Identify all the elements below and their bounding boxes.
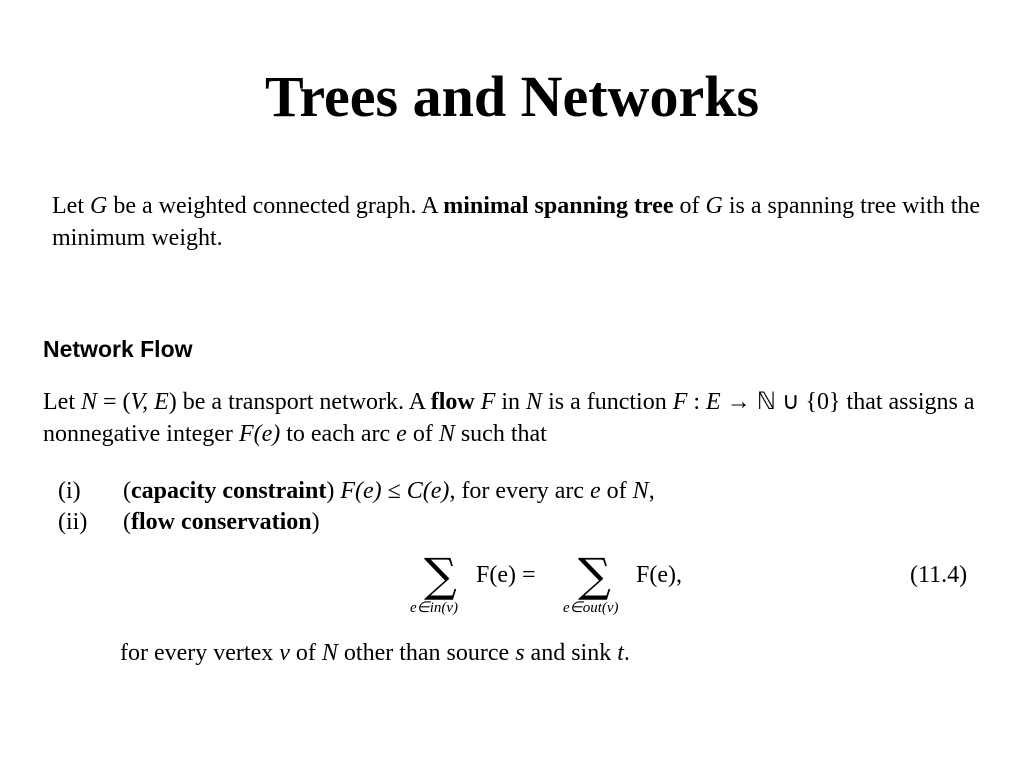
- flow-term: flow: [430, 389, 475, 415]
- summation-symbol: ∑: [578, 548, 611, 602]
- flow-text: in: [495, 389, 527, 415]
- flow-text: Let: [43, 389, 81, 415]
- section-heading: Network Flow: [43, 336, 193, 362]
- conservation-condition: for every vertex v of N other than sourc…: [120, 640, 630, 667]
- mst-var-g: G: [89, 193, 108, 219]
- footer-text: and sink: [524, 640, 618, 666]
- item-text-run: ,: [648, 478, 655, 504]
- item-text-run: , for every arc: [449, 478, 591, 504]
- flow-text: → ℕ ∪ {0} that assigns a nonnegative int…: [43, 389, 975, 447]
- footer-text: for every vertex: [120, 640, 280, 666]
- footer-math: v: [279, 640, 290, 666]
- item-number: (ii): [58, 509, 88, 535]
- equation-rhs: F(e),: [636, 562, 682, 588]
- summation-index: e∈in(v): [410, 600, 459, 616]
- flow-text: ) be a transport network. A: [168, 389, 431, 415]
- item-text: (capacity constraint) F(e) ≤ C(e), for e…: [123, 476, 655, 506]
- footer-text: .: [623, 640, 630, 666]
- summation-symbol: ∑: [424, 548, 457, 602]
- flow-text: = (: [97, 389, 131, 415]
- mst-term: minimal spanning tree: [443, 193, 674, 219]
- flow-text: :: [687, 389, 707, 415]
- item-text-run: of: [600, 478, 633, 504]
- flow-text: such that: [454, 421, 547, 447]
- mst-definition: Let G be a weighted connected graph. A m…: [52, 190, 1002, 254]
- flow-math: F: [672, 389, 688, 415]
- flow-math: N: [438, 421, 455, 447]
- item-math: C(e): [406, 478, 450, 504]
- footer-text: of: [289, 640, 322, 666]
- flow-math: N: [80, 389, 97, 415]
- flow-conservation-equation: ∑ e∈in(v) F(e) = ∑ e∈out(v) F(e), (11.4): [0, 552, 1024, 622]
- flow-math: N: [526, 389, 543, 415]
- equation-number: (11.4): [910, 562, 968, 588]
- slide-title: Trees and Networks: [264, 64, 760, 129]
- flow-math: F(e): [238, 421, 281, 447]
- mst-text: of: [673, 193, 706, 219]
- footer-math: t: [617, 640, 624, 666]
- flow-text: is a function: [542, 389, 673, 415]
- footer-math: s: [515, 640, 525, 666]
- item-op: ≤: [381, 478, 407, 504]
- flow-text: of: [406, 421, 439, 447]
- paren: (: [123, 509, 131, 535]
- item-math: F(e): [340, 478, 382, 504]
- flow-text: to each arc: [280, 421, 397, 447]
- item-text: (flow conservation): [123, 507, 320, 537]
- paren: ): [311, 509, 320, 535]
- flow-math: V, E: [130, 389, 169, 415]
- paren: (: [123, 478, 131, 504]
- flow-definition: Let N = (V, E) be a transport network. A…: [43, 386, 1003, 450]
- flow-math: e: [396, 421, 407, 447]
- footer-math: N: [321, 640, 338, 666]
- item-term: capacity constraint: [131, 478, 327, 504]
- item-term: flow conservation: [131, 509, 312, 535]
- flow-math: E: [706, 389, 721, 415]
- mst-text: is a spanning tree with the minimum weig…: [52, 193, 981, 251]
- mst-text: be a weighted connected graph. A: [107, 193, 444, 219]
- mst-text: Let: [52, 193, 90, 219]
- item-number: (i): [58, 478, 81, 504]
- item-math: N: [632, 478, 649, 504]
- paren: ): [326, 478, 341, 504]
- mst-var-g: G: [705, 193, 723, 219]
- item-math: e: [590, 478, 601, 504]
- footer-text: other than source: [337, 640, 516, 666]
- summation-index: e∈out(v): [563, 600, 619, 616]
- flow-math: F: [480, 389, 496, 415]
- equation-lhs: F(e) =: [476, 562, 536, 588]
